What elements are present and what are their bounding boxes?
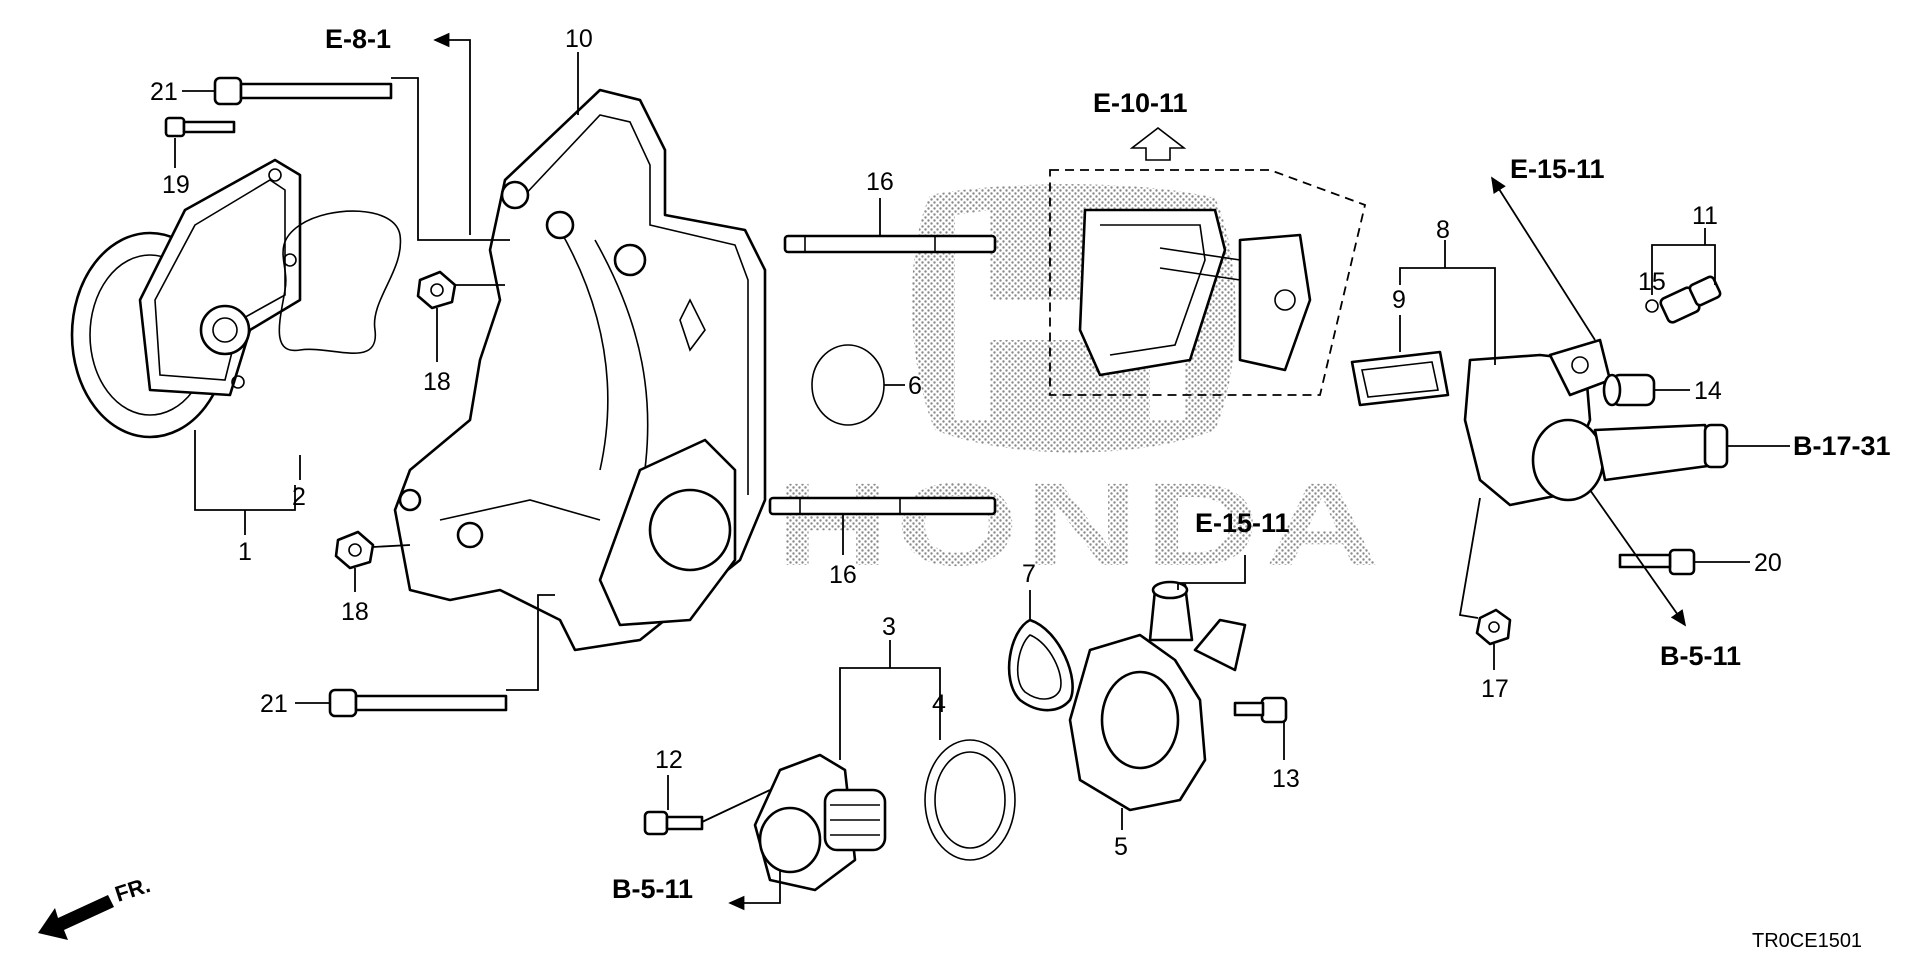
small-bolt-19 (164, 116, 236, 138)
callout-19: 19 (162, 171, 190, 199)
ref-b-17-31[interactable]: B-17-31 (1793, 431, 1891, 461)
callout-6: 6 (908, 372, 922, 400)
callout-15: 15 (1638, 268, 1666, 296)
callout-4: 4 (932, 690, 946, 718)
plug (1602, 373, 1656, 407)
callout-1: 1 (238, 538, 252, 566)
pump-gasket (278, 210, 402, 354)
ref-b-5-11-right[interactable]: B-5-11 (1660, 641, 1741, 671)
callout-21-upper: 21 (150, 78, 178, 106)
callout-8: 8 (1436, 216, 1450, 244)
leader-lines (174, 32, 1790, 911)
ref-e-10-11[interactable]: E-10-11 (1093, 88, 1188, 118)
thermostat-gasket-ring (924, 739, 1016, 861)
ref-e-15-11-mid[interactable]: E-15-11 (1195, 508, 1290, 538)
ref-e-15-11-top[interactable]: E-15-11 (1510, 154, 1605, 184)
thermostat (753, 753, 887, 892)
intake-assembly-reference-box (1049, 169, 1367, 396)
callout-11: 11 (1692, 202, 1718, 230)
nut-lower (334, 530, 375, 570)
callout-18-upper: 18 (423, 368, 451, 396)
water-outlet (1463, 338, 1729, 507)
water-passage-housing (393, 88, 767, 652)
flange-bolt-upper (213, 76, 393, 106)
stud-bolt-upper (783, 234, 997, 254)
outlet-gasket (1350, 350, 1450, 407)
callout-14: 14 (1694, 377, 1722, 405)
callout-10: 10 (565, 25, 593, 53)
callout-18-lower: 18 (341, 598, 369, 626)
callout-16-lower: 16 (829, 561, 857, 589)
ref-e-8-1[interactable]: E-8-1 (325, 24, 391, 54)
stud-bolt-lower (768, 496, 997, 516)
honda-wordmark-watermark: HONDA (775, 459, 1385, 591)
flange-bolt-lower (328, 688, 508, 718)
nut-upper (416, 270, 457, 310)
front-label: FR. (112, 872, 153, 907)
callout-9: 9 (1392, 286, 1406, 314)
temperature-sensor (1659, 275, 1722, 324)
bolt-12 (643, 810, 704, 836)
callout-3: 3 (882, 613, 896, 641)
callout-17: 17 (1481, 675, 1509, 703)
callout-13: 13 (1272, 765, 1300, 793)
thermostat-housing (1068, 580, 1247, 812)
callout-21-lower: 21 (260, 690, 288, 718)
water-pump (70, 158, 302, 439)
callout-20: 20 (1754, 549, 1782, 577)
diagram-code: TR0CE1501 (1752, 930, 1862, 952)
callout-2: 2 (292, 483, 306, 511)
up-arrow-icon (1129, 126, 1187, 161)
callout-12: 12 (655, 746, 683, 774)
nut-17 (1475, 608, 1512, 646)
sensor-washer (1645, 299, 1659, 313)
bolt-13 (1233, 696, 1288, 724)
callout-16-upper: 16 (866, 168, 894, 196)
bolt-20 (1618, 548, 1696, 576)
ref-b-5-11-bottom[interactable]: B-5-11 (612, 874, 693, 904)
front-arrow-icon: FR. (38, 872, 153, 940)
o-ring (811, 344, 885, 426)
callout-5: 5 (1114, 833, 1128, 861)
callout-7: 7 (1022, 560, 1036, 588)
